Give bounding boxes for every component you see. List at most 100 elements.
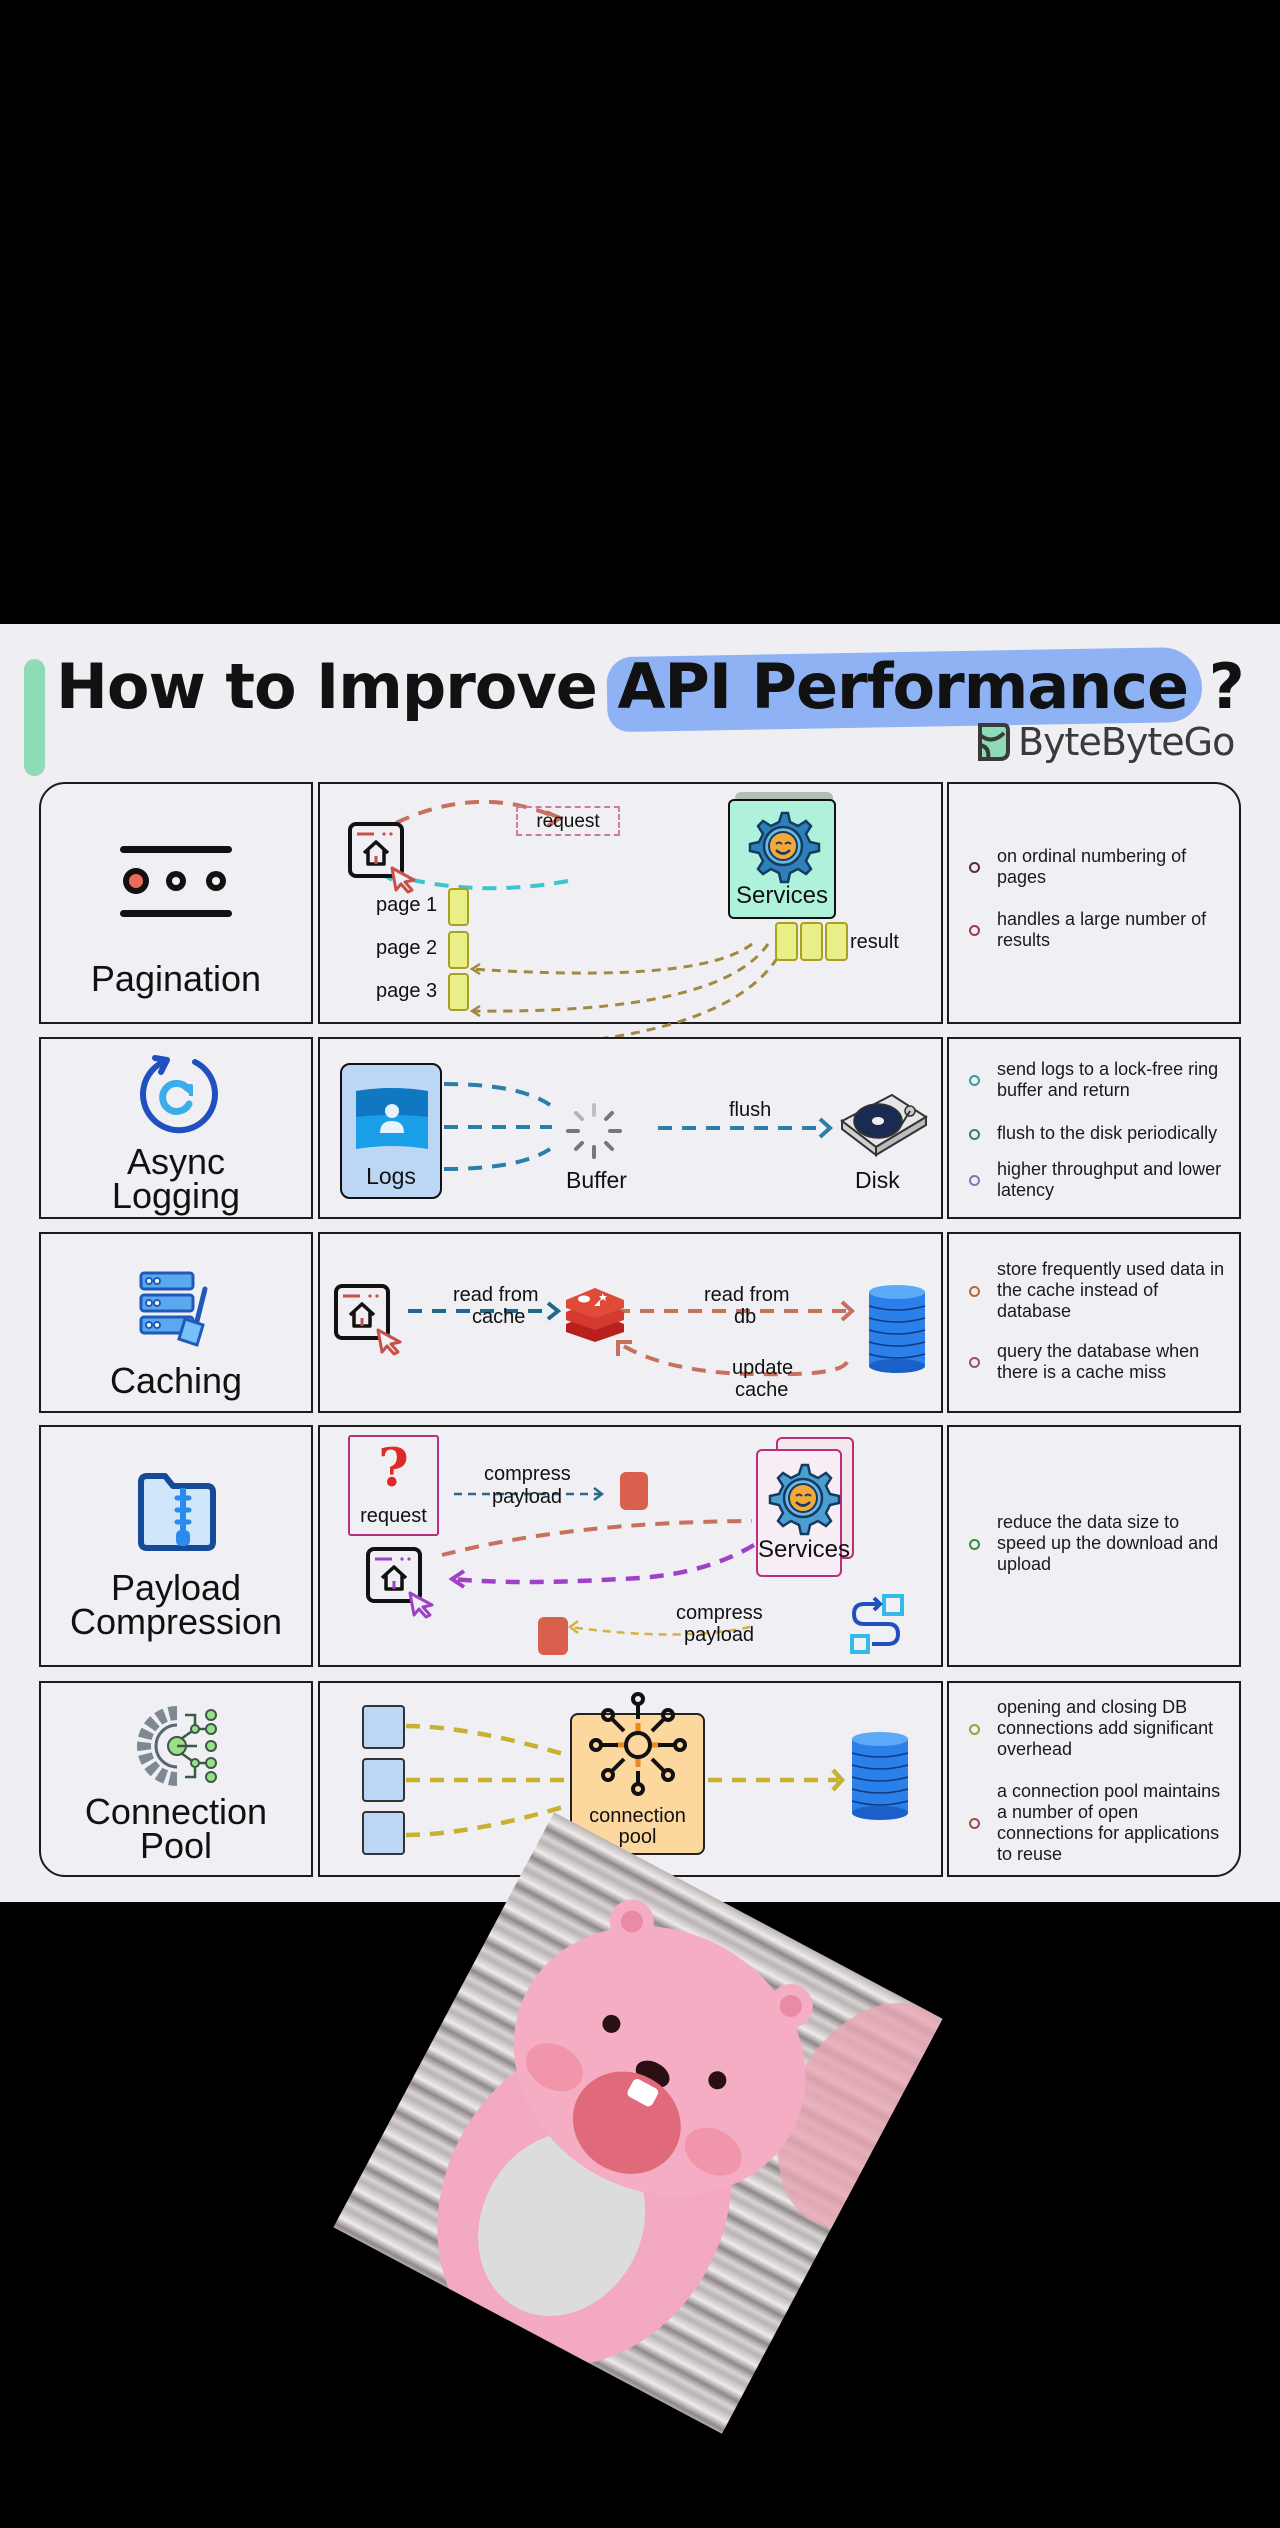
note-text: query the database when there is a cache…	[997, 1341, 1200, 1382]
logs-label: Logs	[366, 1163, 416, 1189]
row-compression-title-box: Payload Compression	[39, 1425, 313, 1667]
services-label: Services	[735, 882, 829, 909]
row-caching-notes: store frequently used data in the cache …	[947, 1232, 1241, 1413]
bytebytego-logo-icon	[978, 723, 1010, 761]
page-block-2	[448, 931, 469, 969]
note-async-1: send logs to a lock-free ring buffer and…	[969, 1059, 1229, 1101]
row-compression-notes: reduce the data size to speed up the dow…	[947, 1425, 1241, 1667]
note-text: handles a large number of results	[997, 909, 1207, 950]
title-highlight: API Performance	[617, 650, 1189, 723]
request-box: ? request	[348, 1435, 439, 1536]
request-label: request	[536, 811, 600, 832]
row-pool-title-box: Connection Pool	[39, 1681, 313, 1877]
bullet-dot	[969, 1075, 980, 1086]
process-flow-icon	[850, 1594, 904, 1654]
row-label-compression-1: Payload	[110, 1567, 242, 1608]
read-from-db-label-1: read from	[704, 1284, 790, 1306]
pool-label-1: connection	[589, 1805, 686, 1827]
smiling-gear-icon	[768, 1463, 841, 1536]
row-caching-title-box: Caching	[39, 1232, 313, 1413]
bullet-dot	[969, 1538, 980, 1550]
bullet-dot	[969, 862, 980, 873]
page-block-3	[448, 973, 469, 1011]
note-text: opening and closing DB connections add s…	[997, 1697, 1214, 1759]
flush-label: flush	[729, 1099, 772, 1121]
compress-payload-bottom-2: payload	[684, 1624, 755, 1646]
browser-home-icon	[348, 822, 416, 894]
note-compression-1: reduce the data size to speed up the dow…	[969, 1512, 1229, 1575]
compressed-payload-block	[620, 1472, 648, 1510]
compress-payload-top-1: compress	[484, 1463, 571, 1485]
request-label: request	[360, 1505, 427, 1527]
redis-cache-icon	[566, 1288, 624, 1342]
result-label: result	[850, 931, 899, 953]
result-block	[825, 922, 848, 961]
pink-bear-photo	[333, 1812, 943, 2434]
brand-logo: ByteByteGo	[976, 720, 1235, 764]
note-caching-2: query the database when there is a cache…	[969, 1341, 1229, 1383]
page-label-3: page 3	[376, 980, 438, 1002]
brand-name: ByteByteGo	[1018, 720, 1235, 764]
compression-arrows	[441, 1487, 756, 1636]
database-icon	[868, 1285, 926, 1373]
page-label-2: page 2	[376, 937, 438, 959]
note-text: higher throughput and lower latency	[997, 1159, 1222, 1200]
bullet-dot	[969, 1357, 980, 1368]
note-async-2: flush to the disk periodically	[969, 1123, 1229, 1144]
buffer-label: Buffer	[566, 1167, 627, 1193]
note-text: send logs to a lock-free ring buffer and…	[997, 1059, 1219, 1100]
row-label-async-2: Logging	[111, 1175, 241, 1216]
services-box: Services	[756, 1449, 851, 1577]
note-text: a connection pool maintains a number of …	[997, 1781, 1221, 1864]
services-box: Services	[728, 799, 836, 919]
result-blocks	[775, 922, 848, 961]
page-title: How to Improve API Performance ?	[56, 650, 1245, 723]
services-label: Services	[758, 1536, 851, 1563]
bullet-dot	[969, 1723, 980, 1735]
caching-arrows	[408, 1300, 855, 1377]
note-pagination-2: handles a large number of results	[969, 909, 1229, 951]
logs-box: Logs	[340, 1063, 442, 1199]
bullet-dot	[969, 925, 980, 936]
row-pool-diagram: connection pool	[318, 1681, 943, 1877]
title-highlight-text: API Performance	[617, 650, 1189, 723]
refresh-cycle-icon	[140, 1055, 218, 1134]
gear-network-icon	[137, 1706, 217, 1786]
bullet-dot	[969, 1128, 980, 1140]
async-arrows	[443, 1082, 833, 1171]
note-text: on ordinal numbering of pages	[997, 846, 1187, 887]
row-async-title-box: Async Logging	[39, 1037, 313, 1219]
row-async-notes: send logs to a lock-free ring buffer and…	[947, 1037, 1241, 1219]
note-text: store frequently used data in the cache …	[997, 1259, 1225, 1321]
row-caching-diagram: read from cache read from db update cach…	[318, 1232, 943, 1413]
page-block-1	[448, 888, 469, 926]
pink-bear-illustration	[437, 1899, 943, 2367]
smiling-gear-icon	[748, 811, 821, 884]
connection-pool-box: connection pool	[570, 1692, 705, 1855]
bullet-dot	[969, 1175, 980, 1186]
network-hub-icon	[589, 1692, 687, 1796]
row-label-compression-2: Compression	[69, 1601, 283, 1642]
result-block	[800, 922, 823, 961]
browser-home-icon	[334, 1284, 402, 1356]
client-block-2	[362, 1758, 405, 1802]
question-mark-icon: ?	[378, 1438, 409, 1499]
row-label-pool-2: Pool	[139, 1825, 213, 1866]
loading-spinner-icon	[566, 1103, 622, 1159]
disk-label: Disk	[855, 1167, 900, 1193]
row-label-pagination: Pagination	[90, 958, 262, 999]
browser-home-icon	[366, 1547, 434, 1619]
row-label-async-1: Async	[126, 1141, 226, 1182]
note-async-3: higher throughput and lower latency	[969, 1159, 1229, 1201]
row-label-pool-1: Connection	[84, 1791, 268, 1832]
row-compression-diagram: ? request compress payload Services	[318, 1425, 943, 1667]
row-pagination-title-box: Pagination	[39, 782, 313, 1024]
note-pool-2: a connection pool maintains a number of …	[969, 1781, 1229, 1865]
pagination-dots-icon	[120, 846, 232, 917]
row-async-diagram: Logs Buffer flush Disk	[318, 1037, 943, 1219]
read-from-cache-label-1: read from	[453, 1284, 539, 1306]
bullet-dot	[969, 1818, 980, 1829]
note-caching-1: store frequently used data in the cache …	[969, 1259, 1229, 1322]
note-text: flush to the disk periodically	[997, 1123, 1218, 1143]
read-from-cache-label-2: cache	[472, 1306, 526, 1328]
